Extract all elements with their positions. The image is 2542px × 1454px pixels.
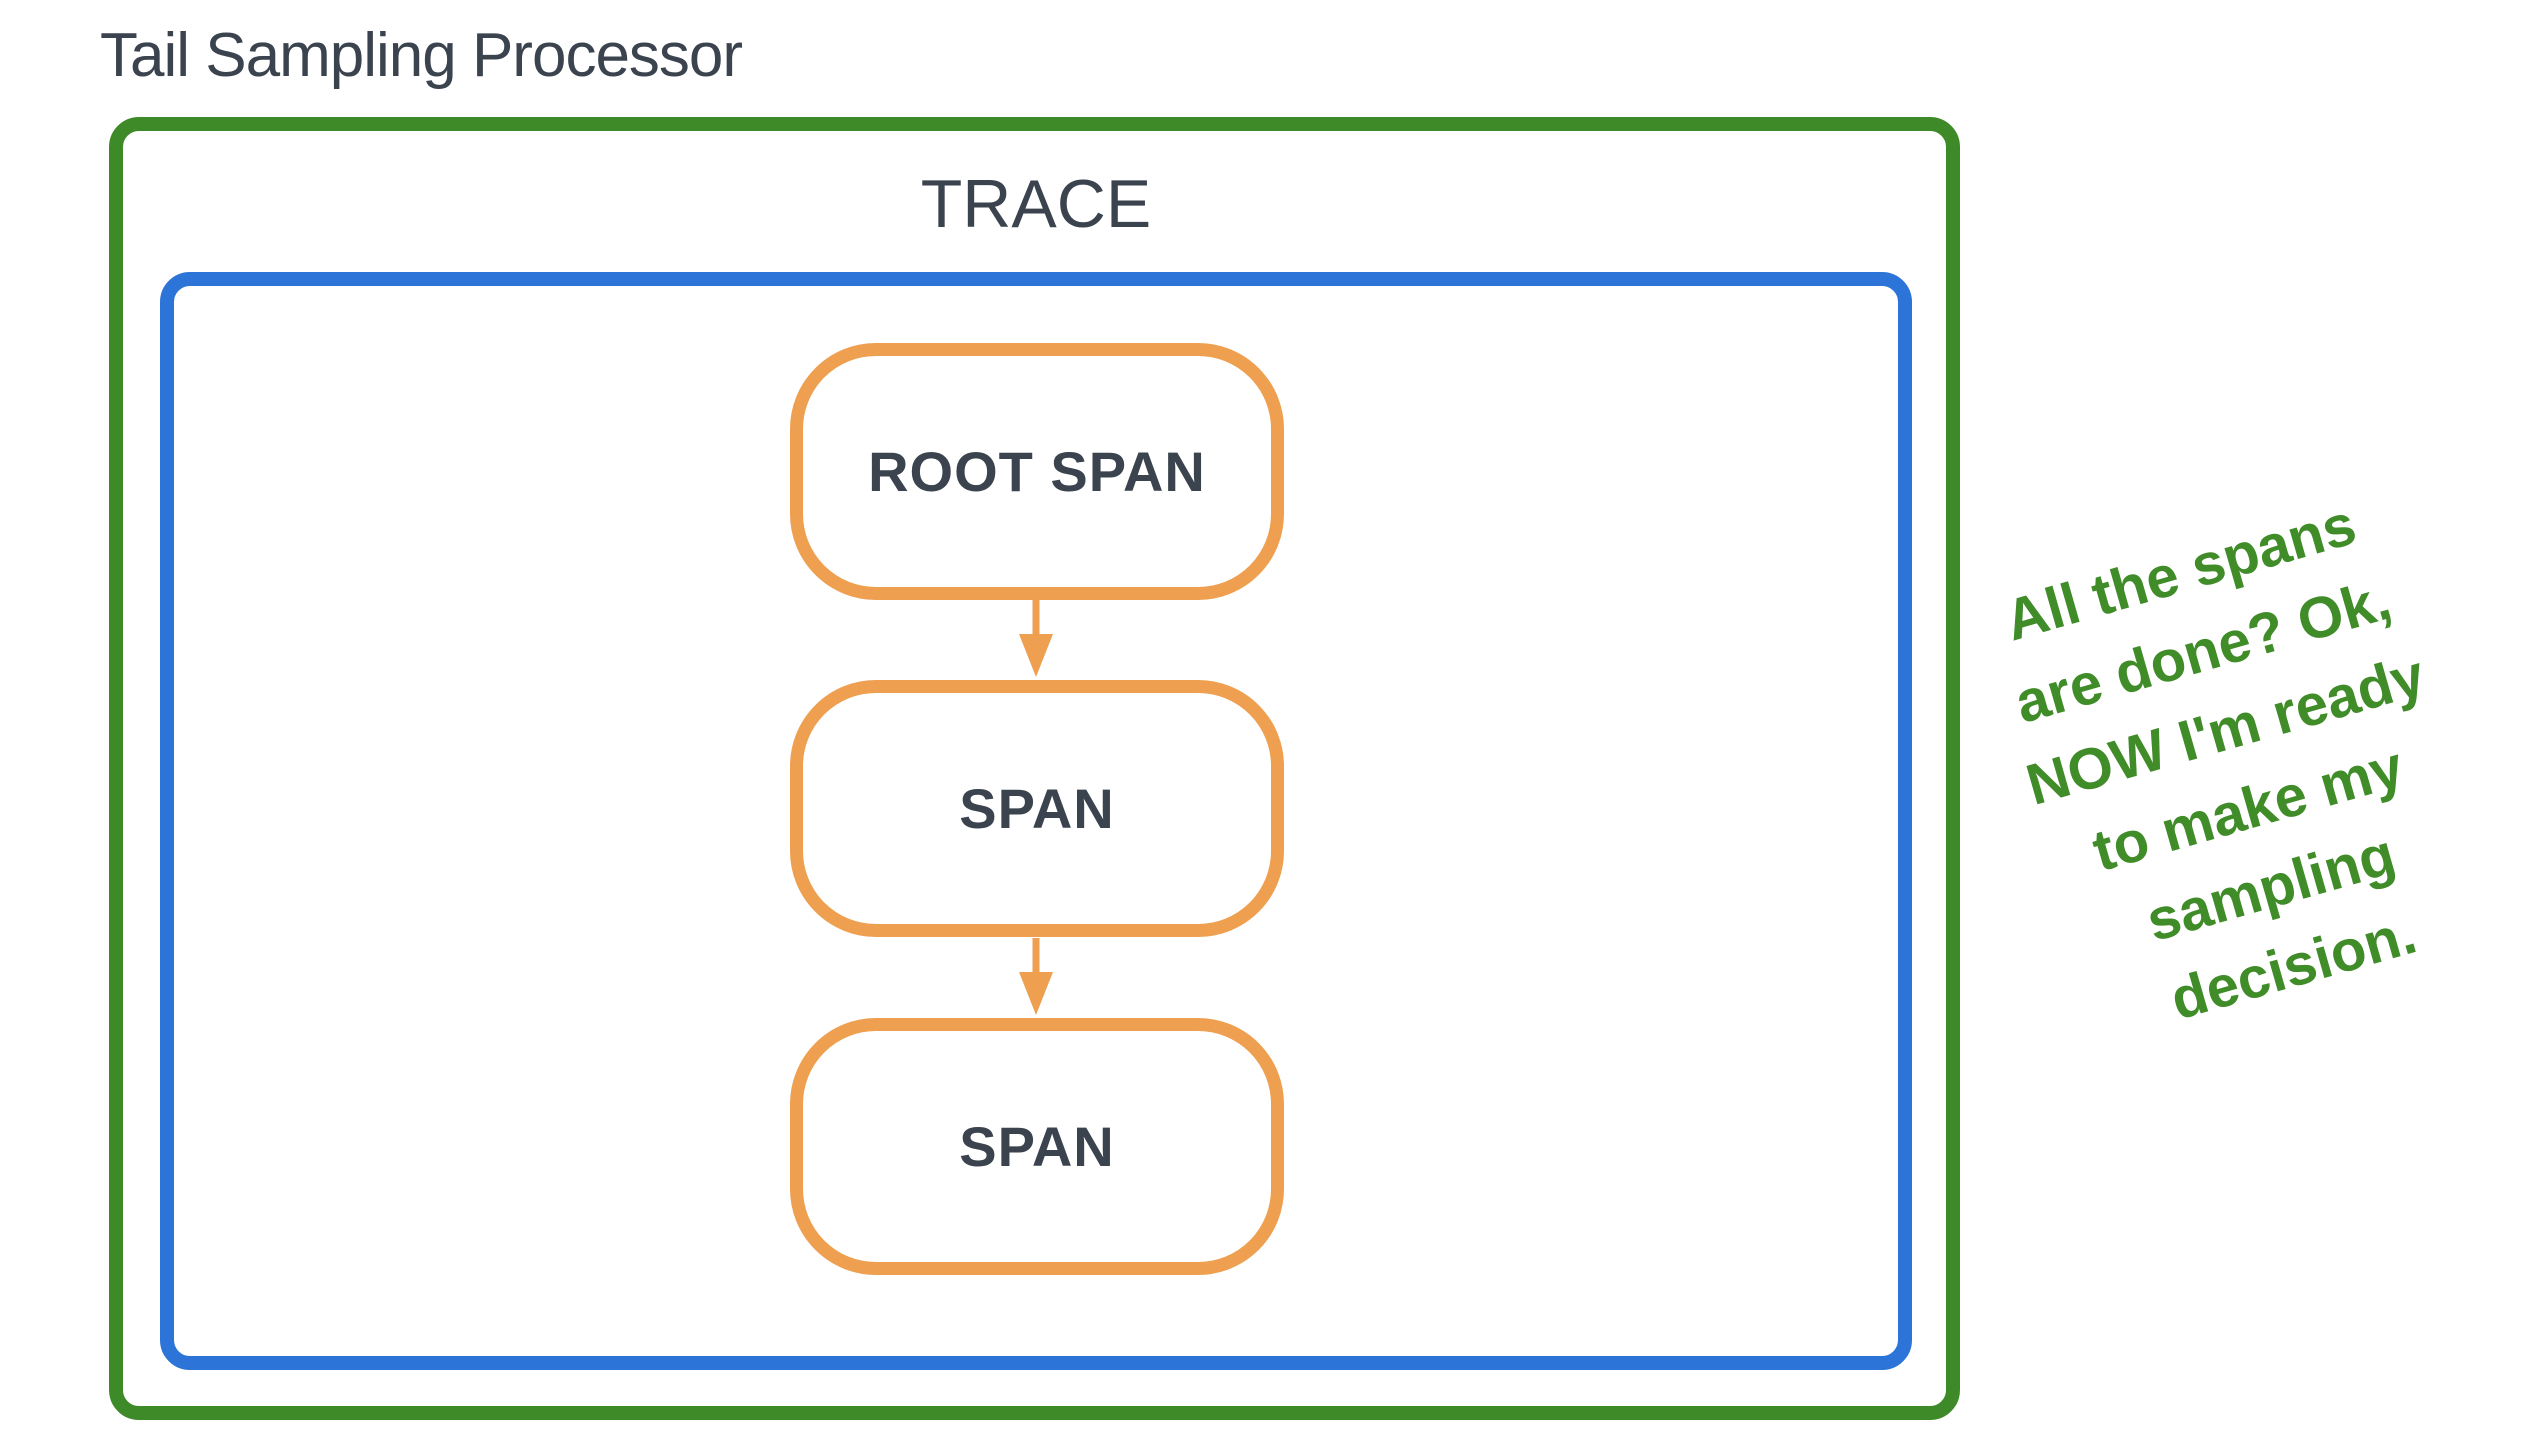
span-node-2: SPAN [790,680,1284,937]
arrow-down-icon [1019,938,1053,1015]
span-node-3: SPAN [790,1018,1284,1275]
trace-label: TRACE [920,166,1152,242]
root-span-node: ROOT SPAN [790,343,1284,600]
tail-sampling-processor-box [109,117,1960,1420]
trace-box [160,272,1912,1370]
span-label-3: SPAN [959,1115,1115,1178]
diagram-title: Tail Sampling Processor [100,21,743,90]
span-label-2: SPAN [959,777,1115,840]
root-span-label: ROOT SPAN [868,440,1206,503]
arrow-down-icon [1019,600,1053,677]
sampling-decision-annotation: All the spans are done? Ok, NOW I'm read… [1881,451,2542,1089]
